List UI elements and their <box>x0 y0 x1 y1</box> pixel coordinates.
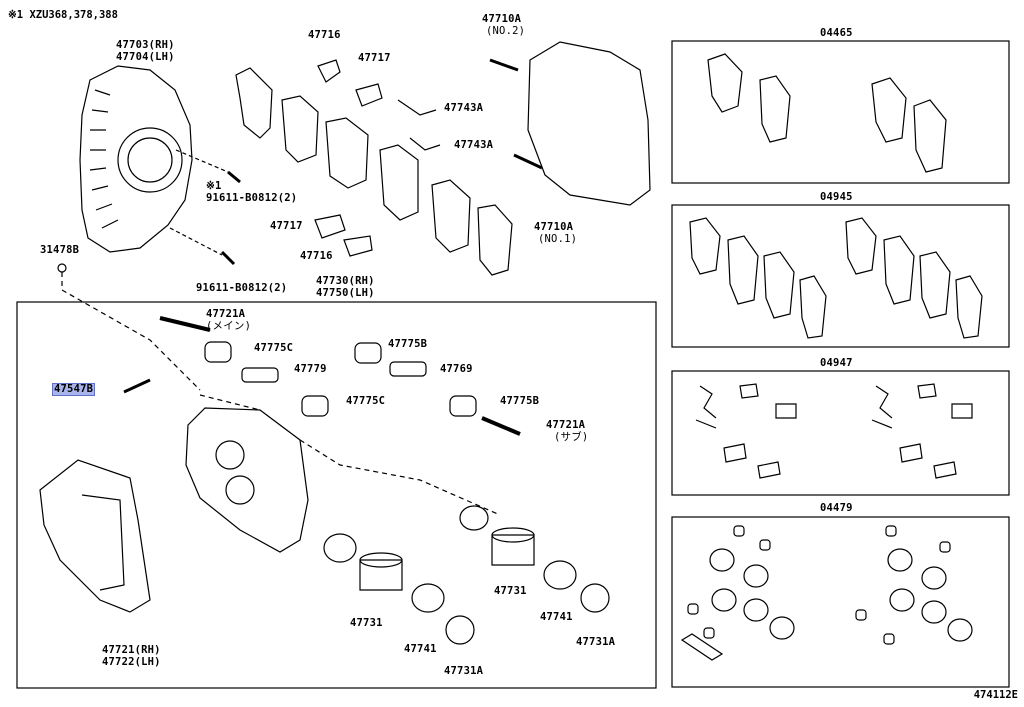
bolt-91611-2 <box>220 250 236 266</box>
seal-47741-1 <box>411 583 445 613</box>
label-kit-04465[interactable]: 04465 <box>820 27 853 39</box>
label-47710a-no2[interactable]: 47710A <box>482 13 522 25</box>
part-47743a-spring-1 <box>397 99 437 116</box>
label-47730[interactable]: 47730(RH) <box>316 275 375 287</box>
caliper-support-inner <box>81 494 125 591</box>
boot-47775c-1 <box>204 341 232 363</box>
label-47717-bottom[interactable]: 47717 <box>270 220 303 232</box>
label-47721a-main-sub: (メイン) <box>206 320 252 332</box>
ring-47731a-left-top <box>323 533 357 563</box>
kit-box-04465 <box>671 40 1010 184</box>
label-47775c-1[interactable]: 47775C <box>254 342 294 354</box>
label-47775c-2[interactable]: 47775C <box>346 395 386 407</box>
part-47716-clip-top <box>317 59 341 83</box>
kit-04947-clips <box>695 383 973 479</box>
label-47710a-no1-sub: (NO.1) <box>538 233 578 245</box>
seal-47741-2 <box>543 560 577 590</box>
leader-dashed-shield <box>169 149 229 256</box>
bolt-91611-1 <box>227 170 241 184</box>
label-47710a-no1[interactable]: 47710A <box>534 221 574 233</box>
pad-group-top <box>235 67 513 276</box>
caliper-body <box>185 407 309 553</box>
label-47741-2[interactable]: 47741 <box>540 611 573 623</box>
bolt-47721a-sub <box>481 416 521 436</box>
label-47731a-1[interactable]: 47731A <box>444 665 484 677</box>
kit-04479-seals <box>680 525 973 661</box>
label-47743a-2[interactable]: 47743A <box>454 139 494 151</box>
label-47716-bottom[interactable]: 47716 <box>300 250 333 262</box>
ring-47731a-right-top <box>459 505 489 531</box>
piston-47731-1 <box>359 559 403 591</box>
label-47775b-1[interactable]: 47775B <box>388 338 428 350</box>
label-47721a-sub[interactable]: 47721A <box>546 419 586 431</box>
piston-47731-2-top <box>491 527 535 543</box>
kit-box-04947 <box>671 370 1010 496</box>
leader-dashed-clip <box>61 272 201 391</box>
ring-47731a-1 <box>445 615 475 645</box>
label-47731a-2[interactable]: 47731A <box>576 636 616 648</box>
label-47716-top[interactable]: 47716 <box>308 29 341 41</box>
caliper-bore-1 <box>215 440 245 470</box>
label-47731-2[interactable]: 47731 <box>494 585 527 597</box>
label-47547b[interactable]: 47547B <box>51 383 96 396</box>
kit-04945-pads <box>689 217 983 339</box>
boot-47775b-1 <box>354 342 382 364</box>
part-47743a-spring-2 <box>409 137 441 151</box>
label-91611-1-mark: ※1 <box>206 180 222 192</box>
label-47750[interactable]: 47750(LH) <box>316 287 375 299</box>
kit-box-04945 <box>671 204 1010 348</box>
figure-code: 474112E <box>973 689 1018 701</box>
label-47722[interactable]: 47722(LH) <box>102 656 161 668</box>
label-47721a-sub-sub: (サブ) <box>554 431 589 443</box>
piston-47731-1-top <box>359 552 403 568</box>
label-31478b[interactable]: 31478B <box>40 244 80 256</box>
piston-47731-2 <box>491 534 535 566</box>
pin-47779 <box>241 367 279 383</box>
part-31478b-clip <box>57 263 67 273</box>
label-47769[interactable]: 47769 <box>440 363 473 375</box>
caliper-assembly-box <box>16 301 657 689</box>
label-47703[interactable]: 47703(RH) <box>116 39 175 51</box>
label-47710a-no2-sub: (NO.2) <box>486 25 526 37</box>
kit-04465-pads <box>707 53 947 173</box>
bolt-47710a-no2 <box>489 58 519 72</box>
bolt-47710a-no1 <box>513 153 543 170</box>
label-kit-04947[interactable]: 04947 <box>820 357 853 369</box>
label-91611-2[interactable]: 91611-B0812(2) <box>196 282 288 294</box>
label-47743a-1[interactable]: 47743A <box>444 102 484 114</box>
dust-shield <box>79 65 193 253</box>
label-47704[interactable]: 47704(LH) <box>116 51 175 63</box>
part-47717-clip-top <box>355 83 383 107</box>
part-47716-clip-bottom <box>343 235 373 257</box>
label-91611-1[interactable]: 91611-B0812(2) <box>206 192 298 204</box>
boot-47775b-2 <box>449 395 477 417</box>
kit-box-04479 <box>671 516 1010 688</box>
leader-dashed-caliper <box>199 394 501 516</box>
label-kit-04479[interactable]: 04479 <box>820 502 853 514</box>
label-kit-04945[interactable]: 04945 <box>820 191 853 203</box>
label-47721[interactable]: 47721(RH) <box>102 644 161 656</box>
part-47547b-bleeder <box>123 378 151 394</box>
label-47779[interactable]: 47779 <box>294 363 327 375</box>
part-47717-clip-bottom <box>314 214 346 239</box>
caliper-support <box>39 459 151 613</box>
label-47721a-main[interactable]: 47721A <box>206 308 246 320</box>
label-47717-top[interactable]: 47717 <box>358 52 391 64</box>
bolt-47721a-main <box>159 316 211 332</box>
boot-47775c-2 <box>301 395 329 417</box>
pin-47769 <box>389 361 427 377</box>
label-47775b-2[interactable]: 47775B <box>500 395 540 407</box>
ring-47731a-2 <box>580 583 610 613</box>
caliper-bracket-top <box>527 41 651 206</box>
caliper-bore-2 <box>225 475 255 505</box>
label-47731-1[interactable]: 47731 <box>350 617 383 629</box>
model-note: ※1 XZU368,378,388 <box>8 9 118 21</box>
label-47741-1[interactable]: 47741 <box>404 643 437 655</box>
